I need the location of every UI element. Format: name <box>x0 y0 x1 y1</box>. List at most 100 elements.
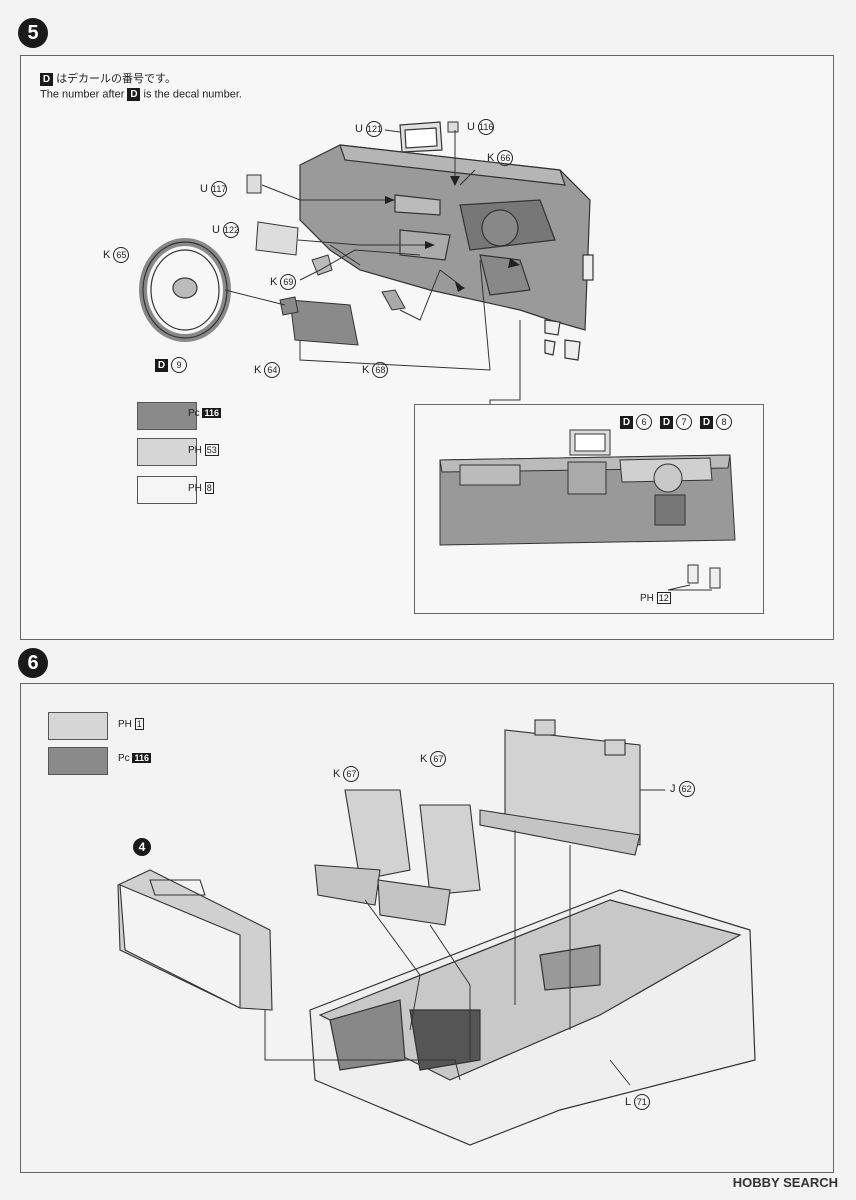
label-k65-num: 65 <box>113 247 130 263</box>
label-u116: U 116 <box>467 119 495 135</box>
label-k67-right-num: 67 <box>430 751 447 767</box>
decal-box-inline: D <box>127 88 141 101</box>
seat-right <box>377 804 481 926</box>
monitor-part <box>399 121 443 153</box>
label-j62-letter: J <box>670 782 676 795</box>
label-k65-letter: K <box>103 248 111 261</box>
decal-note-jp-text: はデカールの番号です。 <box>56 73 176 85</box>
label-k67-left-letter: K <box>333 767 341 780</box>
swatch-ph1 <box>48 712 108 740</box>
label-d8: D 8 <box>700 414 733 430</box>
body-tub-illustration <box>309 889 756 1146</box>
detail-inset-panel <box>414 404 764 614</box>
ref-step-4-number: 4 <box>138 840 146 854</box>
seat-left <box>314 789 411 906</box>
step-5-number: 5 <box>27 21 39 44</box>
label-d7-num: 7 <box>676 414 693 430</box>
step-6-panel <box>20 683 834 1173</box>
label-k66: K 66 <box>487 150 514 166</box>
steering-column <box>289 299 359 346</box>
label-k64: K 64 <box>254 362 281 378</box>
label-k68-num: 68 <box>372 362 389 378</box>
decal-note-en-post: is the decal number. <box>140 88 242 101</box>
label-d6-letter: D <box>620 415 633 429</box>
label-d9-letter: D <box>155 358 168 372</box>
paint-ph1: PH 1 <box>118 718 144 730</box>
paint-ph53: PH 53 <box>188 444 219 456</box>
paint-pc116-code: 116 <box>202 408 221 418</box>
ref-step-4-badge: 4 <box>133 838 151 856</box>
paint-pc116-prefix: Pc <box>188 408 200 419</box>
part-u122 <box>255 221 299 256</box>
label-u121: U 121 <box>355 121 382 137</box>
paint-pc116-step6: Pc 116 <box>118 753 151 764</box>
step6-leader-lines <box>264 789 665 1086</box>
label-u122: U 122 <box>212 222 239 238</box>
step5-arrows <box>385 176 520 292</box>
dash-assembly-4 <box>117 869 273 1011</box>
label-u121-num: 121 <box>366 121 382 137</box>
label-u122-num: 122 <box>223 222 239 238</box>
paint-ph1-prefix: PH <box>118 719 132 730</box>
decal-note-en-pre: The number after <box>40 88 128 101</box>
label-u116-num: 116 <box>478 119 495 135</box>
rear-bench-seat <box>479 719 641 856</box>
watermark: HOBBY SEARCH <box>732 1175 838 1190</box>
label-k66-num: 66 <box>497 150 514 166</box>
step-6-number: 6 <box>27 651 39 674</box>
label-k69-letter: K <box>270 275 278 288</box>
label-d9: D 9 <box>155 357 188 373</box>
swatch-pc116 <box>137 402 197 430</box>
paint-ph1-code: 1 <box>134 718 144 730</box>
step-5-badge: 5 <box>18 18 48 48</box>
swatch-ph53 <box>137 438 197 466</box>
paint-ph12: PH 12 <box>640 592 671 604</box>
paint-pc116-step6-prefix: Pc <box>118 753 130 764</box>
label-d8-num: 8 <box>716 414 733 430</box>
paint-ph53-prefix: PH <box>188 445 202 456</box>
label-l71: L 71 <box>625 1094 650 1110</box>
label-k69-num: 69 <box>280 274 297 290</box>
label-k67-right: K 67 <box>420 751 447 767</box>
swatch-ph8 <box>137 476 197 504</box>
label-k65: K 65 <box>103 247 130 263</box>
detail-dashboard <box>439 429 736 589</box>
step5-leader-lines <box>224 129 491 371</box>
swatch-pc116-step6 <box>48 747 108 775</box>
label-k67-left: K 67 <box>333 766 360 782</box>
decal-note-en: The number after D is the decal number. <box>40 88 242 101</box>
paint-ph8-code: 8 <box>204 482 214 494</box>
paint-ph12-prefix: PH <box>640 593 654 604</box>
label-u122-letter: U <box>212 223 220 236</box>
label-d7-letter: D <box>660 415 673 429</box>
label-k68-letter: K <box>362 363 370 376</box>
label-u117-num: 117 <box>211 181 228 197</box>
dashboard-illustration <box>299 144 594 361</box>
label-l71-num: 71 <box>633 1094 650 1110</box>
label-u117: U 117 <box>200 181 228 197</box>
paint-ph8-prefix: PH <box>188 483 202 494</box>
paint-pc116: Pc 116 <box>188 408 221 419</box>
label-k66-letter: K <box>487 151 495 164</box>
step-5-panel <box>20 55 834 640</box>
label-d7: D 7 <box>660 414 693 430</box>
part-u117 <box>246 174 262 194</box>
label-k64-letter: K <box>254 363 262 376</box>
step-6-badge: 6 <box>18 648 48 678</box>
label-k67-right-letter: K <box>420 752 428 765</box>
steering-wheel-illustration <box>139 238 231 342</box>
label-d8-letter: D <box>700 415 713 429</box>
label-k64-num: 64 <box>264 362 281 378</box>
label-k68: K 68 <box>362 362 389 378</box>
label-d6: D 6 <box>620 414 653 430</box>
part-u116 <box>447 121 459 133</box>
label-l71-letter: L <box>625 1095 631 1108</box>
label-j62: J 62 <box>670 781 695 797</box>
paint-pc116-step6-code: 116 <box>132 753 151 763</box>
paint-ph53-code: 53 <box>204 444 219 456</box>
label-u116-letter: U <box>467 120 475 133</box>
label-d9-num: 9 <box>171 357 188 373</box>
paint-ph8: PH 8 <box>188 482 214 494</box>
label-k69: K 69 <box>270 274 297 290</box>
